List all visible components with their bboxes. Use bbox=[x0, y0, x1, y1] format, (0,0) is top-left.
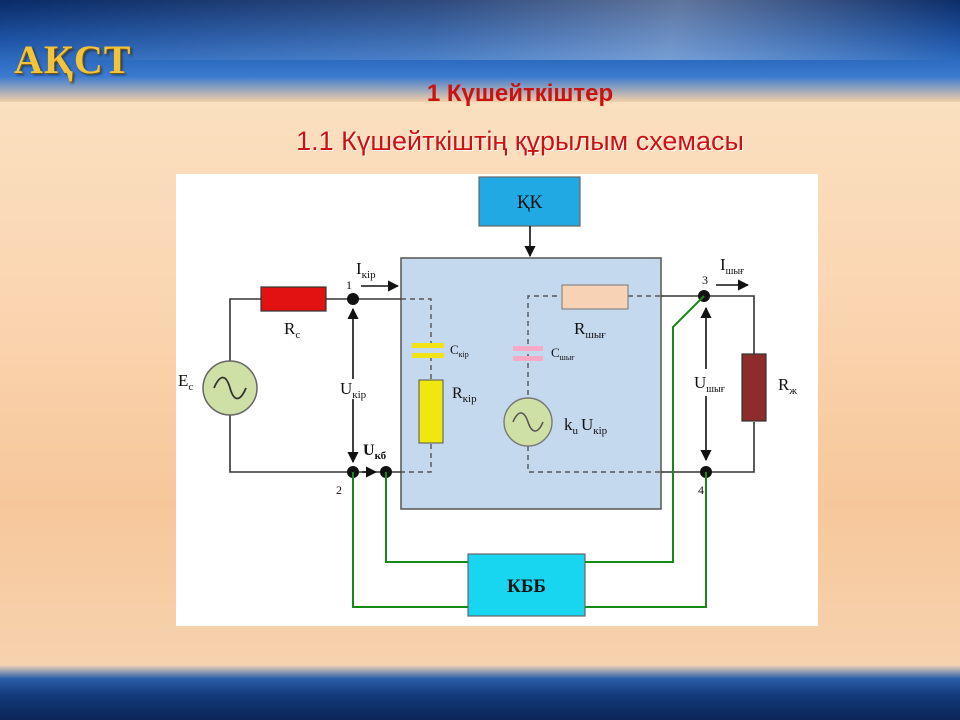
label-r-in: Rкір bbox=[452, 385, 477, 405]
resistor-rc bbox=[260, 286, 327, 312]
feedback-wire bbox=[585, 295, 705, 563]
label-i-out: Iшығ bbox=[720, 255, 744, 277]
resistor-r-out bbox=[561, 284, 629, 310]
label-u-kb: Uкб bbox=[363, 442, 387, 462]
label-c-in: Cкір bbox=[450, 342, 469, 359]
slide-title: 1 Күшейткіштер bbox=[426, 80, 614, 107]
label-rc: Rc bbox=[284, 319, 300, 341]
label-i-in: Iкір bbox=[356, 259, 376, 281]
label-c-out: Cшығ bbox=[551, 345, 575, 362]
resistor-r-zh bbox=[741, 353, 767, 422]
header-band bbox=[0, 0, 960, 102]
node-1-label: 1 bbox=[346, 278, 352, 292]
kbb-label: КББ bbox=[507, 576, 546, 597]
label-r-zh: Rж bbox=[778, 375, 797, 397]
capacitor-c-out bbox=[513, 346, 543, 351]
label-ec: Ec bbox=[178, 371, 193, 393]
footer-band bbox=[0, 665, 960, 720]
kbb-block bbox=[467, 553, 586, 617]
logo: АҚСТ bbox=[14, 37, 132, 82]
label-u-out: Uшығ bbox=[694, 373, 725, 395]
amplifier-diagram: ҚК КББ Ec Rc 1 Iкір 2 Uкір Uкб Cкір Rкір… bbox=[176, 174, 818, 626]
resistor-r-in bbox=[418, 379, 444, 444]
node-2-label: 2 bbox=[336, 483, 342, 497]
slide-subtitle: 1.1 Күшейткіштің құрылым схемасы bbox=[296, 126, 744, 156]
node-4-label: 4 bbox=[698, 483, 704, 497]
node-3-label: 3 bbox=[702, 273, 708, 287]
label-r-out: Rшығ bbox=[574, 319, 606, 341]
kk-block bbox=[478, 176, 581, 227]
capacitor-c-in bbox=[412, 343, 444, 348]
node-1 bbox=[347, 293, 359, 305]
kk-label: ҚК bbox=[517, 192, 543, 213]
diagram-svg: ҚК КББ Ec Rc 1 Iкір 2 Uкір Uкб Cкір Rкір… bbox=[178, 176, 797, 617]
label-u-in: Uкір bbox=[340, 379, 367, 401]
